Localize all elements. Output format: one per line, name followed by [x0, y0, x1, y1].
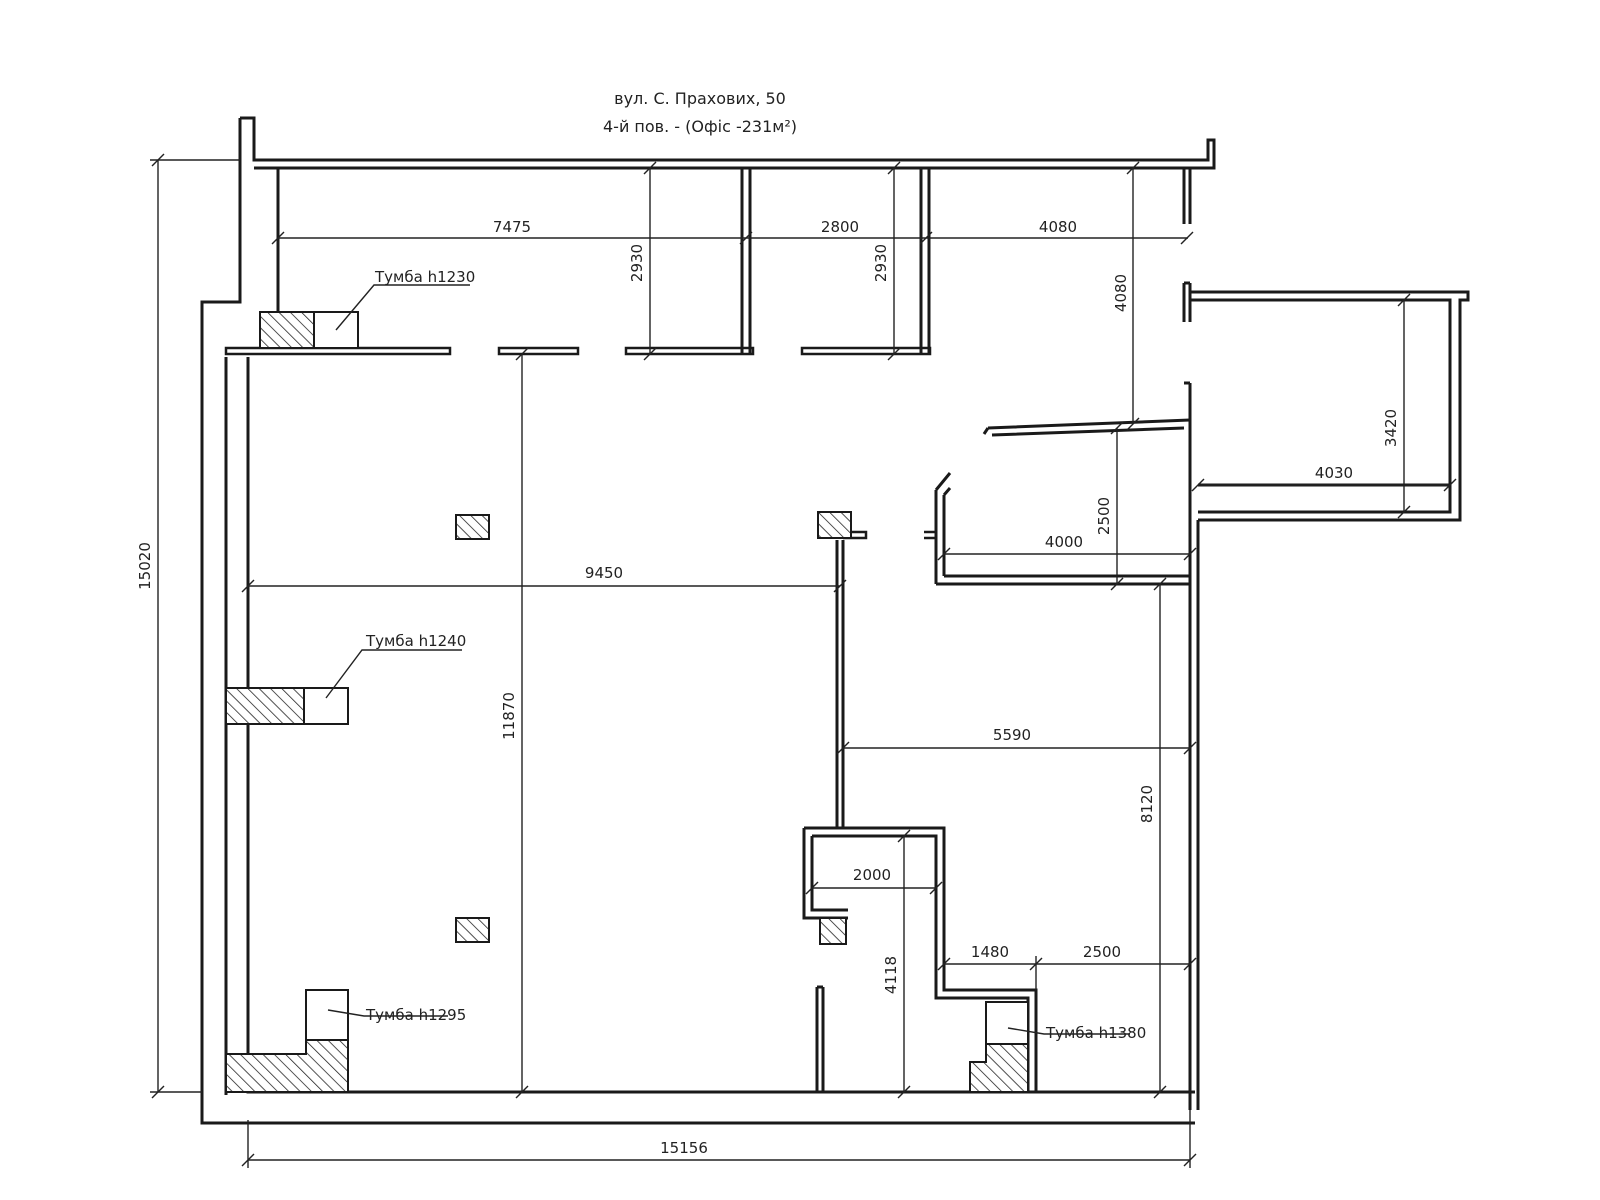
dimension-lines: 7475 2800 4080 2930 2930 4080 3420 4030 …	[136, 153, 1457, 1168]
wall-room-sep-2	[919, 168, 931, 354]
wall-top	[240, 116, 1216, 170]
wall-jamb	[1182, 281, 1192, 322]
wall-small-room	[934, 472, 1190, 586]
dim-2000: 2000	[853, 866, 891, 884]
leader-1230	[335, 284, 470, 331]
dim-8120: 8120	[1138, 785, 1156, 823]
dim-2500-h: 2500	[1083, 943, 1121, 961]
walls	[200, 116, 1470, 1125]
column-3	[455, 917, 490, 943]
column-1	[455, 514, 490, 540]
dim-4030: 4030	[1315, 464, 1353, 482]
cabinet-1295-hatched	[225, 1039, 349, 1093]
leader-1295	[327, 1009, 448, 1017]
cabinet-1380-hatched	[969, 1043, 1029, 1093]
dim-2930-a: 2930	[628, 244, 646, 282]
wall-small-room-top	[987, 418, 1191, 437]
leader-1380	[1007, 1027, 1130, 1035]
dim-15156: 15156	[660, 1139, 708, 1157]
wall-room-sep-3	[1182, 168, 1192, 224]
cabinet-label-1240: Тумба h1240	[365, 632, 466, 650]
dim-7475: 7475	[493, 218, 531, 236]
dim-4080-v: 4080	[1112, 274, 1130, 312]
cabinet-1240	[303, 687, 349, 725]
cabinet-1295	[305, 989, 349, 1041]
wall-central	[835, 540, 845, 828]
dim-4080-h: 4080	[1039, 218, 1077, 236]
cabinet-label-1295-text: Тумба h1295	[365, 1006, 466, 1024]
dim-4000: 4000	[1045, 533, 1083, 551]
wall-central-stub	[843, 530, 868, 540]
partition-3	[624, 346, 755, 356]
dim-5590: 5590	[993, 726, 1031, 744]
leader-1240	[325, 649, 462, 699]
wall-wc-left	[802, 828, 848, 920]
title-floor: 4-й пов. - (Офіс -231м²)	[603, 117, 797, 136]
wall-left-inner	[246, 357, 1195, 1094]
dim-3420: 3420	[1382, 409, 1400, 447]
cabinet-1380	[985, 1001, 1029, 1045]
cabinets: Тумба h1230 Тумба h1240 Тумба h1295 Тумб…	[225, 268, 1146, 1093]
column-2	[817, 511, 852, 539]
cabinet-1240-hatched	[225, 687, 305, 725]
dim-2500-v: 2500	[1095, 497, 1113, 535]
columns	[455, 511, 852, 945]
cabinet-label-1230: Тумба h1230	[374, 268, 475, 286]
partition-2	[497, 346, 580, 356]
wall-right	[1184, 381, 1200, 1110]
cabinet-1230-hatched	[259, 311, 315, 349]
dim-2800: 2800	[821, 218, 859, 236]
cabinet-label-1380: Тумба h1380	[1045, 1024, 1146, 1042]
dim-9450: 9450	[585, 564, 623, 582]
wall-balcony	[1190, 290, 1470, 522]
column-4	[819, 917, 847, 945]
wall-small-room-corner	[982, 427, 990, 435]
wall-left-outer	[200, 118, 1195, 1125]
dim-15020: 15020	[136, 542, 154, 590]
wall-room-sep-1	[740, 168, 752, 354]
dim-1480: 1480	[971, 943, 1009, 961]
dim-11870: 11870	[500, 692, 518, 740]
dim-2930-b: 2930	[872, 244, 890, 282]
partition-4	[800, 346, 932, 356]
wall-small-stub	[924, 530, 936, 540]
dim-4118: 4118	[882, 956, 900, 994]
wall-stub-bottom	[815, 985, 825, 1092]
title-address: вул. С. Прахових, 50	[614, 89, 786, 108]
